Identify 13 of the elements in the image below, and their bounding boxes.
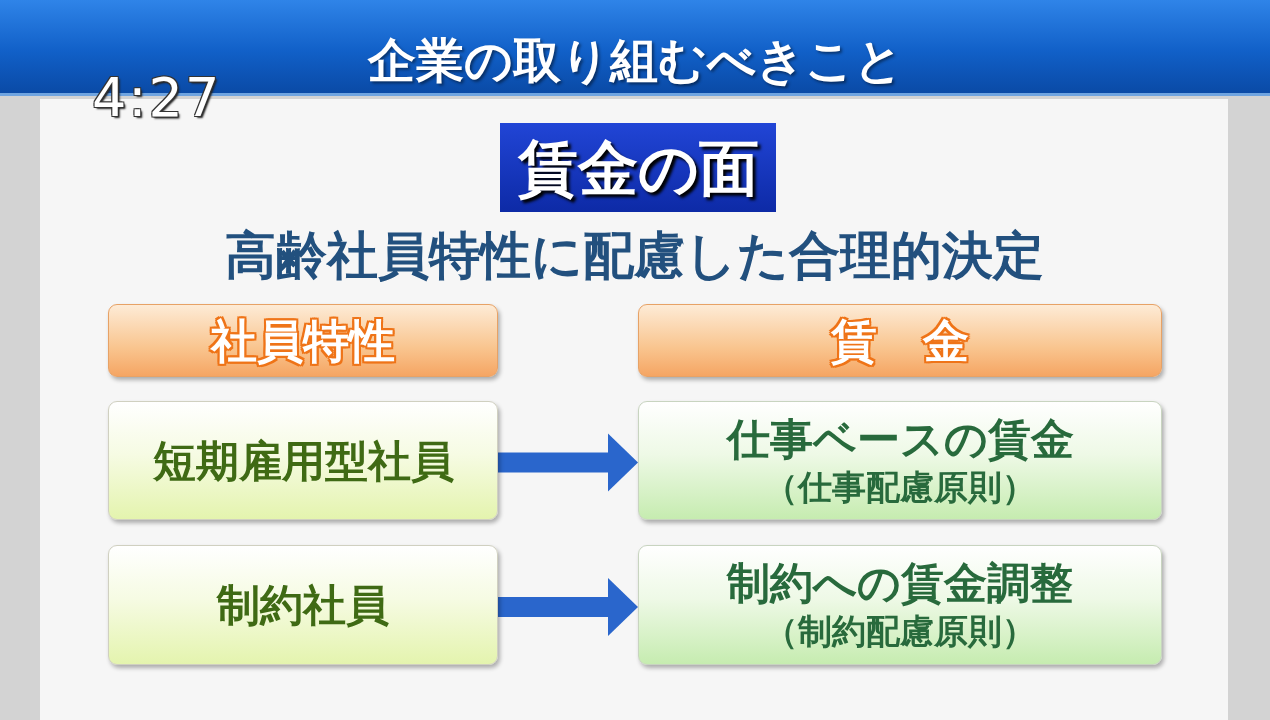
section-banner: 賃金の面 — [500, 123, 776, 212]
principle-note: （仕事配慮原則） — [764, 465, 1036, 509]
arrow — [498, 433, 638, 492]
wage-title: 制約への賃金調整 — [727, 557, 1073, 609]
principle-note: （制約配慮原則） — [764, 610, 1036, 653]
employee-type-box: 制約社員 — [108, 545, 498, 665]
column-header: 賃 金 — [638, 304, 1162, 377]
arrow — [498, 578, 638, 636]
subtitle: 高齢社員特性に配慮した合理的決定 — [224, 226, 1044, 285]
employee-type-box: 短期雇用型社員 — [108, 401, 498, 520]
wage-title: 仕事ベースの賃金 — [726, 412, 1074, 465]
title: 企業の取り組むべきこと — [367, 32, 903, 88]
column-header: 社員特性 — [108, 304, 498, 377]
